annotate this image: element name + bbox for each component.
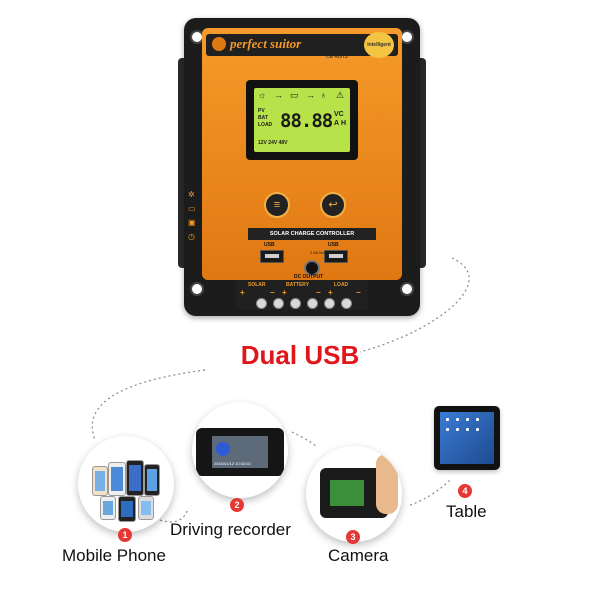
terminal-sign: − bbox=[356, 288, 361, 297]
terminal-label-solar: SOLAR bbox=[248, 282, 266, 288]
return-button[interactable]: ↩ bbox=[320, 192, 346, 218]
usb-rating: 2.5A Max bbox=[310, 250, 327, 255]
lcd-digits: 88.88 bbox=[280, 110, 333, 132]
orange-faceplate: perfect suitor CE RoHS Intelligent ☼ → ▭… bbox=[188, 28, 402, 280]
dc-output-port[interactable] bbox=[304, 260, 320, 276]
usb-port-2[interactable] bbox=[324, 250, 348, 263]
usb-port-1[interactable] bbox=[260, 250, 284, 263]
unit-c: C bbox=[338, 111, 344, 118]
lcd-label-load: LOAD bbox=[258, 122, 273, 128]
unit-h: H bbox=[341, 120, 347, 127]
device-circle-driving-recorder: 2016/01/12 10:02:02 bbox=[192, 402, 288, 498]
device-circle-mobile-phone bbox=[78, 436, 174, 532]
clock-icon: ◷ bbox=[188, 232, 195, 241]
gear-icon: ✲ bbox=[188, 190, 195, 199]
monitor-icon: ▭ bbox=[188, 204, 196, 213]
device-number-badge: 4 bbox=[458, 484, 472, 498]
tablet-icon bbox=[434, 406, 500, 470]
connector-camera-tablet bbox=[409, 479, 451, 506]
terminal-screw[interactable] bbox=[273, 298, 284, 309]
terminal-screw[interactable] bbox=[324, 298, 335, 309]
recorder-timestamp: 2016/01/12 10:02:02 bbox=[214, 461, 251, 466]
device-circle-camera bbox=[306, 446, 402, 542]
unit-v: V bbox=[334, 111, 339, 118]
terminal-label-load: LOAD bbox=[334, 282, 349, 288]
bulb-icon: ♁ bbox=[320, 90, 327, 100]
side-icon-column: ✲ ▭ ▣ ◷ bbox=[188, 188, 200, 244]
terminal-sign: + bbox=[328, 288, 333, 297]
terminal-screw[interactable] bbox=[341, 298, 352, 309]
lcd-label-bat: BAT bbox=[258, 115, 268, 121]
lcd-label-pv: PV bbox=[258, 108, 265, 114]
device-number-badge: 3 bbox=[346, 530, 360, 544]
dual-usb-headline: Dual USB bbox=[240, 340, 360, 370]
terminal-sign: − bbox=[270, 288, 275, 297]
device-label-table: Table bbox=[446, 502, 487, 521]
certification-marks: CE RoHS bbox=[326, 54, 348, 60]
device-number-badge: 1 bbox=[118, 528, 132, 542]
terminal-sign: + bbox=[282, 288, 287, 297]
lcd-screen: ☼ → ▭ → ♁ ⚠ PV BAT LOAD 88.88 VC A H 12V… bbox=[254, 88, 350, 152]
sun-icon: ☼ bbox=[258, 90, 267, 100]
warning-icon: ⚠ bbox=[336, 90, 345, 100]
brand-bar: perfect suitor bbox=[206, 34, 398, 56]
lcd-display: ☼ → ▭ → ♁ ⚠ PV BAT LOAD 88.88 VC A H 12V… bbox=[246, 80, 358, 160]
terminal-sign: + bbox=[240, 288, 245, 297]
sun-logo-icon bbox=[212, 37, 226, 51]
terminal-screw[interactable] bbox=[256, 298, 267, 309]
connector-recorder-camera bbox=[291, 431, 317, 447]
device-label-camera: Camera bbox=[328, 546, 389, 565]
device-number-badge: 2 bbox=[230, 498, 244, 512]
device-label-driving-recorder: Driving recorder bbox=[170, 520, 291, 539]
dc-output-label: DC OUTPUT bbox=[294, 274, 324, 280]
unit-a: A bbox=[334, 120, 340, 127]
smart-sticker: Intelligent bbox=[364, 32, 394, 58]
dashcam-icon: 2016/01/12 10:02:02 bbox=[196, 428, 284, 476]
lock-icon: ▣ bbox=[188, 218, 196, 227]
terminal-sign: − bbox=[316, 288, 321, 297]
brand-name: perfect suitor bbox=[230, 36, 302, 51]
arrow-right-icon: → bbox=[274, 90, 283, 100]
mounting-hole bbox=[400, 282, 414, 296]
mounting-hole bbox=[400, 30, 414, 44]
connector-to-phone bbox=[91, 369, 206, 441]
arrow-right-icon: → bbox=[306, 90, 315, 100]
usb-symbol-right: USB bbox=[328, 242, 339, 248]
battery-icon: ▭ bbox=[290, 90, 299, 100]
mounting-hole bbox=[190, 282, 204, 296]
terminal-label-battery: BATTERY bbox=[286, 282, 310, 288]
terminal-screw[interactable] bbox=[290, 298, 301, 309]
usb-symbol-left: USB bbox=[264, 242, 275, 248]
terminal-screw[interactable] bbox=[307, 298, 318, 309]
solar-charge-controller: perfect suitor CE RoHS Intelligent ☼ → ▭… bbox=[178, 18, 426, 316]
device-label-mobile-phone: Mobile Phone bbox=[62, 546, 166, 565]
speed-indicator bbox=[216, 442, 230, 456]
menu-button[interactable]: ≡ bbox=[264, 192, 290, 218]
hand-image bbox=[376, 454, 398, 514]
lcd-units: VC A H bbox=[334, 110, 346, 128]
lcd-voltage-levels: 12V 24V 48V bbox=[258, 140, 288, 146]
panel-title: SOLAR CHARGE CONTROLLER bbox=[248, 228, 376, 240]
